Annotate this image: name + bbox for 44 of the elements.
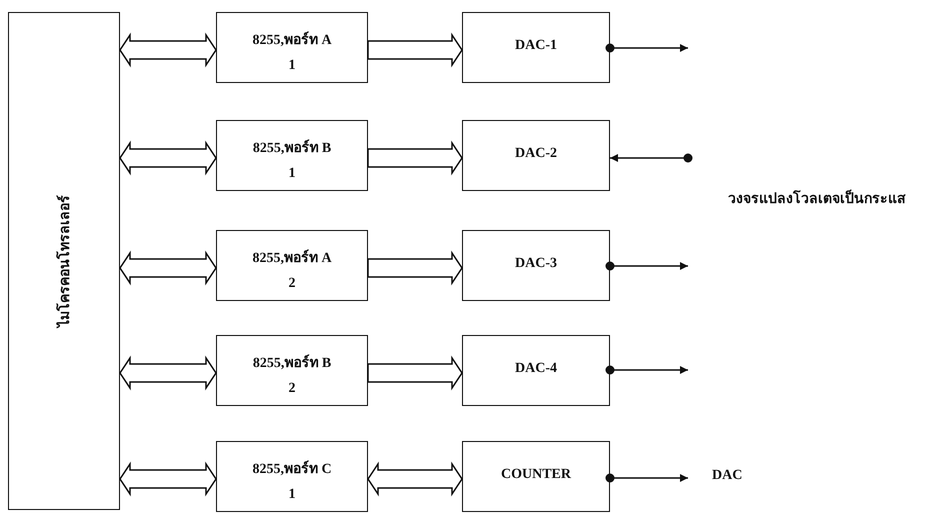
unit-number: 2 [288,276,296,292]
bus-arrow [367,140,463,176]
module-box [216,335,368,406]
block-title: DAC-3 [514,256,558,272]
signal-arrow [606,44,688,52]
bus-arrow [367,32,463,68]
module-box [462,120,610,191]
module-box [462,441,610,512]
bus-arrow [367,356,463,390]
controller-block [8,12,120,510]
module-box [216,120,368,191]
signal-arrow [606,474,688,482]
bus-arrow [367,462,463,496]
unit-number: 2 [288,381,296,397]
block-title: DAC-4 [514,361,558,377]
module-box [216,230,368,301]
annotation: DAC [712,468,742,484]
module-box [216,12,368,83]
module-box [462,335,610,406]
bus-arrow [119,250,217,286]
block-title: 8255,พอร์ท A [251,30,333,50]
module-box [216,441,368,512]
signal-arrow [606,262,688,270]
unit-number: 1 [288,58,296,74]
block-title: 8255,พอร์ท A [251,248,333,268]
block-title: 8255,พอร์ท C [251,460,333,479]
annotation: วงจรแปลงโวลเตจเป็นกระแส [728,187,906,209]
signal-arrow [606,366,688,374]
bus-arrow [119,32,217,68]
signal-arrow [610,154,692,162]
block-title: 8255,พอร์ท B [252,138,332,158]
block-title: DAC-2 [514,146,558,162]
bus-arrow [367,250,463,286]
bus-arrow [119,356,217,390]
bus-arrow [119,462,217,496]
block-title: DAC-1 [514,38,558,54]
bus-arrow [119,140,217,176]
unit-number: 1 [288,166,296,182]
block-title: ไมโครคอนโทรลเลอร์ [55,195,74,327]
block-title: 8255,พอร์ท B [252,354,332,373]
unit-number: 1 [288,487,296,503]
module-box [462,230,610,301]
module-box [462,12,610,83]
block-title: COUNTER [500,467,572,483]
